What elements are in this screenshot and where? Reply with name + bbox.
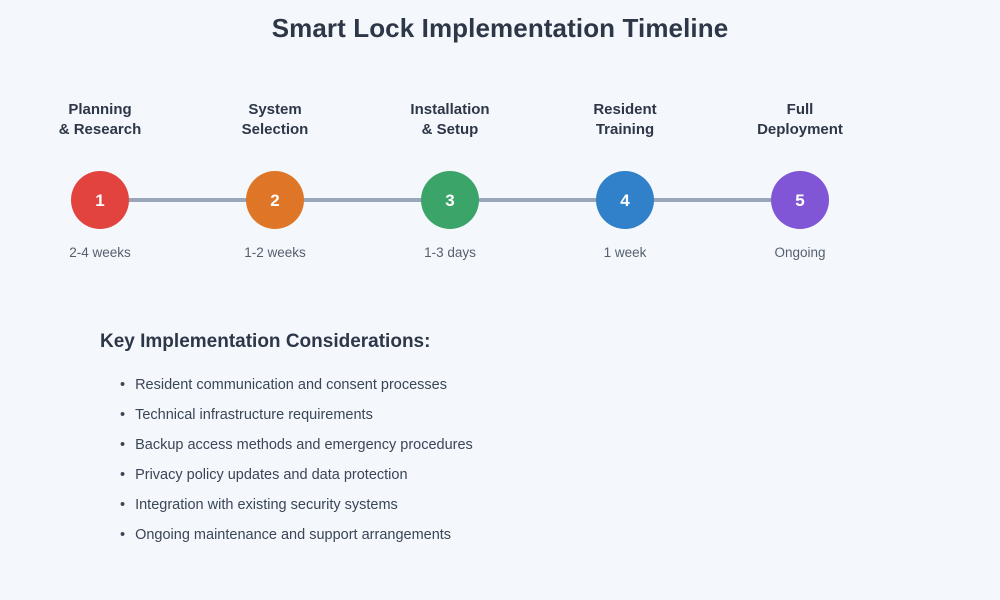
timeline-step-3[interactable]: Installation & Setup 3 1-3 days	[370, 100, 530, 260]
timeline-step-1[interactable]: Planning & Research 1 2-4 weeks	[20, 100, 180, 260]
consideration-text: Ongoing maintenance and support arrangem…	[135, 527, 452, 543]
consideration-text: Privacy policy updates and data protecti…	[135, 467, 408, 483]
step-number-circle[interactable]: 2	[246, 171, 304, 229]
bullet-icon: •	[120, 467, 126, 483]
step-title: Installation & Setup	[410, 101, 490, 138]
step-title: Full Deployment	[757, 101, 843, 138]
timeline-step-2[interactable]: System Selection 2 1-2 weeks	[195, 100, 355, 260]
consideration-item: • Backup access methods and emergency pro…	[100, 430, 820, 460]
consideration-text: Technical infrastructure requirements	[135, 407, 373, 423]
timeline-step-4[interactable]: Resident Training 4 1 week	[545, 100, 705, 260]
bullet-icon: •	[120, 407, 126, 423]
consideration-item: • Technical infrastructure requirements	[100, 400, 820, 430]
step-title: Resident Training	[593, 101, 657, 138]
bullet-icon: •	[120, 437, 126, 453]
consideration-text: Resident communication and consent proce…	[135, 377, 447, 393]
consideration-item: • Ongoing maintenance and support arrange…	[100, 520, 820, 550]
page-title: Smart Lock Implementation Timeline	[271, 13, 729, 43]
step-number-circle[interactable]: 3	[421, 171, 479, 229]
step-duration: 2-4 weeks	[69, 245, 131, 260]
timeline-track: Planning & Research 1 2-4 weeks System Sele…	[0, 100, 1000, 275]
step-duration: Ongoing	[774, 245, 826, 260]
consideration-item: • Privacy policy updates and data protect…	[100, 460, 820, 490]
step-duration: 1-3 days	[424, 245, 476, 260]
bullet-icon: •	[120, 377, 126, 393]
bullet-icon: •	[120, 527, 126, 543]
step-number-circle[interactable]: 1	[71, 171, 129, 229]
considerations-section: Key Implementation Considerations: • Resi…	[100, 330, 820, 550]
step-duration: 1 week	[603, 245, 647, 260]
step-number-circle[interactable]: 4	[596, 171, 654, 229]
step-number-circle[interactable]: 5	[771, 171, 829, 229]
consideration-item: • Resident communication and consent proc…	[100, 370, 820, 400]
consideration-text: Integration with existing security syste…	[135, 497, 398, 513]
consideration-item: • Integration with existing security syst…	[100, 490, 820, 520]
step-title: System Selection	[241, 101, 309, 138]
bullet-icon: •	[120, 497, 126, 513]
step-duration: 1-2 weeks	[244, 245, 306, 260]
consideration-text: Backup access methods and emergency proc…	[135, 437, 473, 453]
step-title: Planning & Research	[58, 101, 142, 138]
considerations-list: • Resident communication and consent proc…	[100, 370, 820, 550]
considerations-heading: Key Implementation Considerations:	[100, 331, 431, 352]
